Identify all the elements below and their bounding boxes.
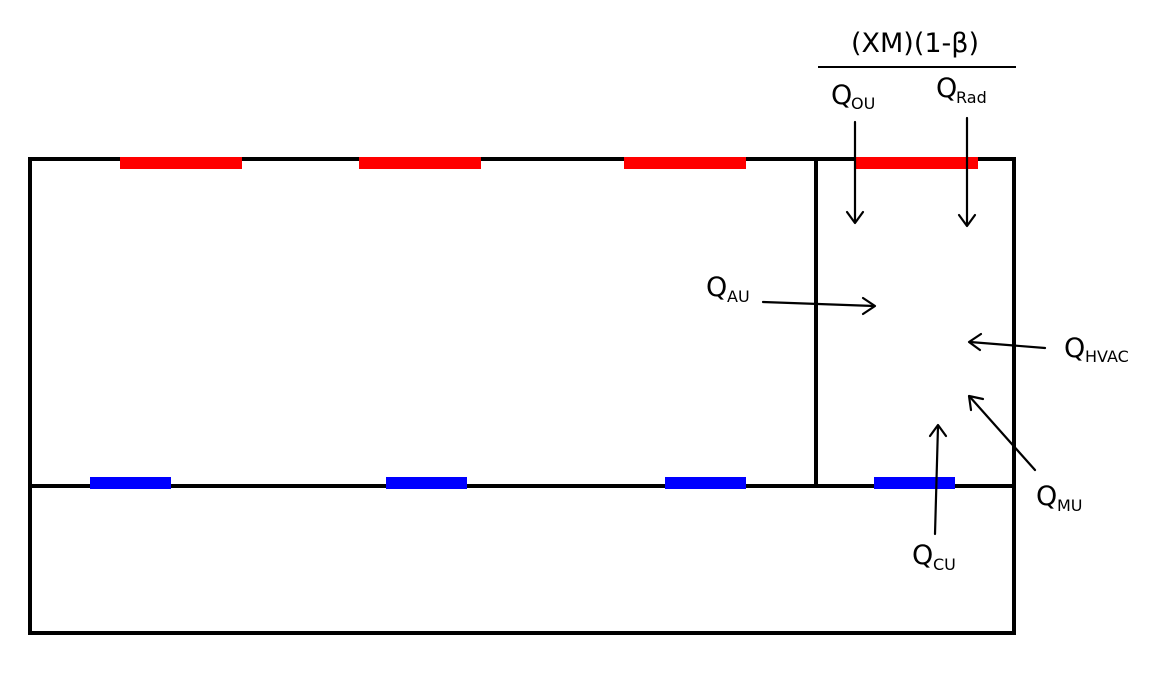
q-cu-label: Q CU — [912, 540, 956, 574]
q-au-arrow — [761, 296, 877, 316]
q-cu-arrow — [928, 423, 948, 536]
diagram-title: (XM)(1-β) — [851, 28, 979, 59]
bottom-strip-4 — [874, 477, 955, 489]
q-ou-arrow — [845, 120, 865, 225]
svg-text:MU: MU — [1057, 496, 1083, 515]
svg-text:Rad: Rad — [956, 88, 987, 107]
svg-text:Q: Q — [936, 73, 957, 104]
q-mu-arrow — [967, 394, 1037, 472]
svg-text:Q: Q — [706, 272, 727, 303]
bottom-strip-3 — [665, 477, 746, 489]
svg-text:HVAC: HVAC — [1085, 347, 1129, 366]
svg-text:Q: Q — [1036, 481, 1057, 512]
svg-text:OU: OU — [851, 94, 875, 113]
top-strip-2 — [359, 157, 481, 169]
q-au-label: Q AU — [706, 272, 750, 306]
bottom-strip-2 — [386, 477, 467, 489]
q-hvac-arrow — [967, 332, 1047, 352]
top-strip-3 — [624, 157, 746, 169]
svg-text:CU: CU — [933, 555, 956, 574]
svg-text:Q: Q — [1064, 333, 1085, 364]
q-hvac-label: Q HVAC — [1064, 333, 1129, 366]
q-ou-label: Q OU — [831, 80, 875, 113]
q-rad-label: Q Rad — [936, 73, 987, 107]
svg-text:Q: Q — [831, 80, 852, 111]
top-strip-1 — [120, 157, 242, 169]
q-rad-arrow — [957, 116, 977, 228]
top-strip-4 — [856, 157, 978, 169]
q-mu-label: Q MU — [1036, 481, 1083, 515]
svg-text:AU: AU — [727, 287, 750, 306]
svg-text:Q: Q — [912, 540, 933, 571]
building-outline — [28, 157, 1016, 635]
bottom-strip-1 — [90, 477, 171, 489]
